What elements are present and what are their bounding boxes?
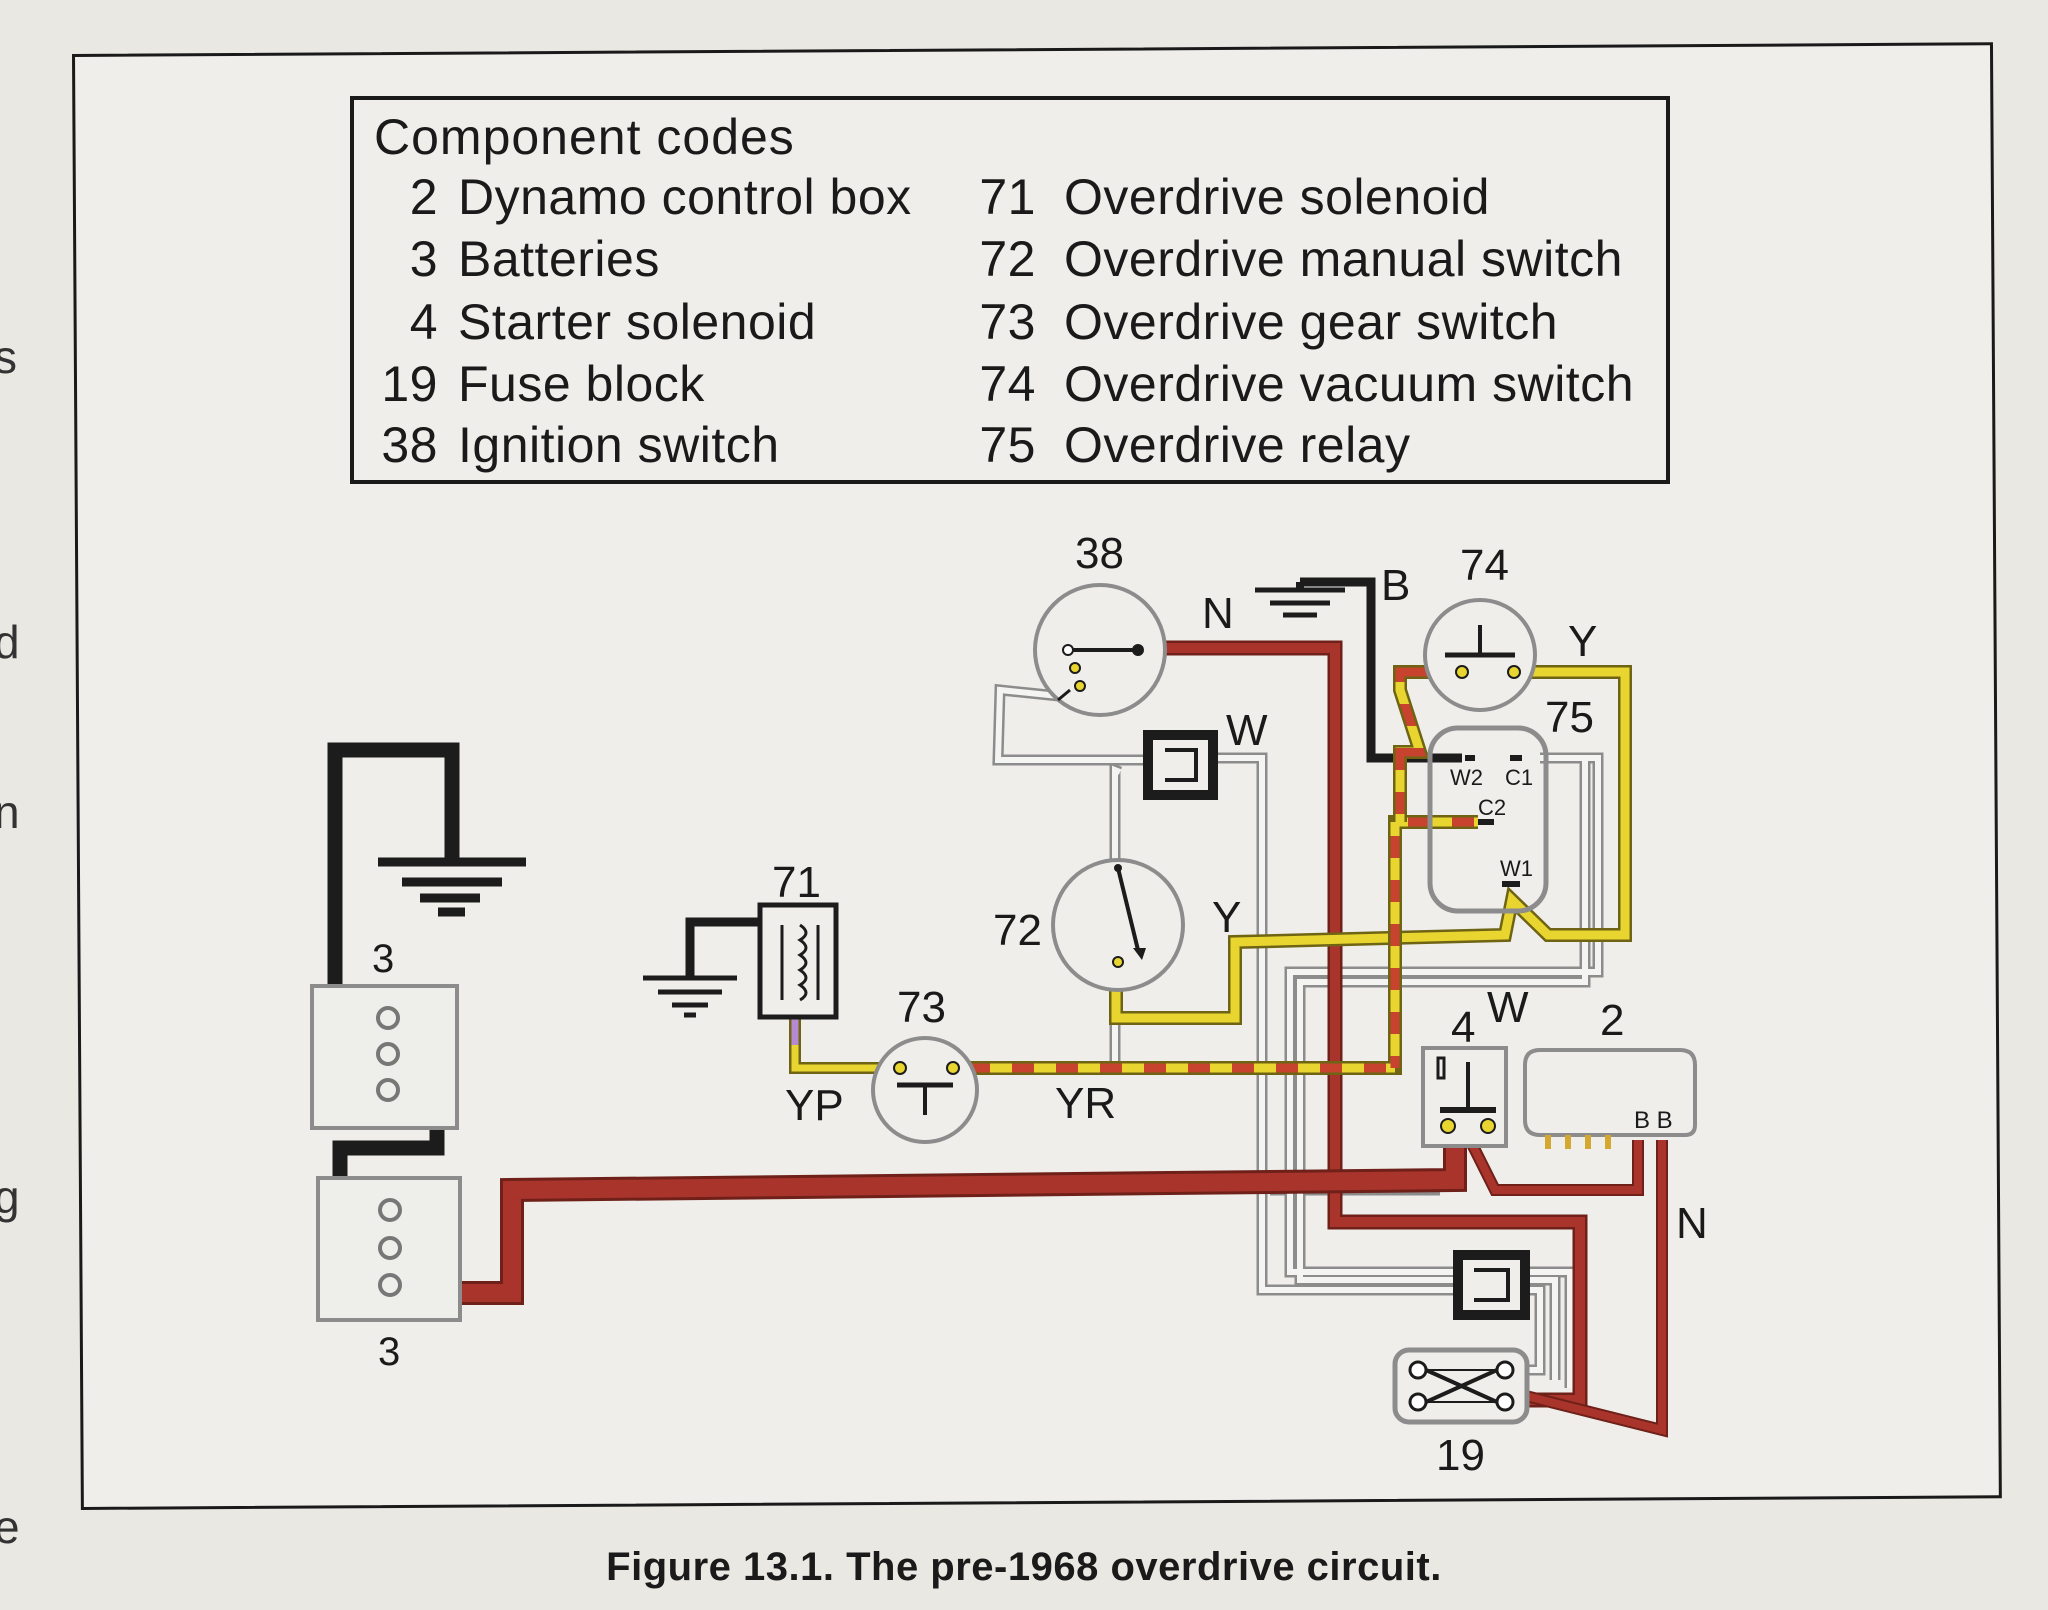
wire-label-y-manual: Y (1212, 893, 1241, 942)
legend-code: 2 (409, 169, 438, 225)
overdrive-manual-switch (1051, 858, 1185, 992)
legend-code: 19 (381, 356, 438, 412)
earth-symbol-solenoid (643, 975, 737, 1018)
label-manual-switch: 72 (993, 906, 1042, 955)
wire-label-yp: YP (785, 1081, 844, 1130)
legend-item: 4 Starter solenoid (368, 293, 816, 351)
legend-item: 19 Fuse block (368, 355, 705, 413)
ignition-switch (1033, 583, 1167, 717)
legend-code: 71 (979, 169, 1036, 225)
overdrive-solenoid (757, 902, 839, 1020)
terminal-connector-upper (1143, 730, 1218, 800)
wire-black-earth-batteries (327, 742, 460, 1015)
legend-code: 74 (979, 356, 1036, 412)
component-legend: Component codes 2 Dynamo control box 3 Bat… (350, 96, 1670, 484)
wire-red-starter-dynamo (1459, 1127, 1644, 1196)
wire-label-w-fuse: W (1226, 706, 1268, 755)
legend-item: 38 Ignition switch (368, 416, 780, 474)
earth-symbol-batteries (378, 857, 526, 917)
label-dynamo-box: 2 (1600, 996, 1624, 1045)
wire-black-solenoid-earth (685, 917, 760, 978)
legend-name: Overdrive vacuum switch (1064, 356, 1634, 412)
label-vacuum-switch: 74 (1460, 541, 1509, 590)
margin-letter: n (0, 786, 20, 838)
legend-code: 4 (409, 294, 438, 350)
label-gear-switch: 73 (897, 983, 946, 1032)
battery-top (310, 984, 459, 1130)
wire-yellow-y (1109, 665, 1632, 1025)
margin-letter: d (0, 616, 20, 668)
legend-code: 75 (979, 417, 1036, 473)
figure-caption: Figure 13.1. The pre-1968 overdrive circ… (606, 1545, 1442, 1589)
overdrive-gear-switch (871, 1036, 979, 1144)
battery-bottom (316, 1176, 462, 1322)
terminal-label-c1: C1 (1505, 765, 1533, 790)
legend-name: Dynamo control box (458, 169, 912, 225)
legend-name: Ignition switch (458, 417, 780, 473)
terminal-label-c2: C2 (1478, 795, 1506, 820)
label-starter: 4 (1451, 1003, 1475, 1052)
overdrive-relay (1427, 725, 1549, 914)
margin-letter: e (0, 1501, 20, 1553)
label-battery-bottom: 3 (378, 1330, 400, 1374)
legend-item: 74 Overdrive vacuum switch (976, 355, 1634, 413)
wire-label-yr: YR (1055, 1079, 1116, 1128)
terminal-label-w1: W1 (1500, 856, 1533, 881)
legend-code: 3 (409, 231, 438, 287)
wire-yr (960, 665, 1478, 1075)
legend-item: 73 Overdrive gear switch (976, 293, 1558, 351)
wire-red-battery-starter (438, 1130, 1467, 1305)
wire-label-n-right: N (1676, 1199, 1708, 1248)
legend-item: 75 Overdrive relay (976, 416, 1411, 474)
label-relay: 75 (1545, 693, 1594, 742)
margin-letter: s (0, 331, 17, 383)
wire-yp (789, 1010, 900, 1074)
terminal-label-bb: B B (1634, 1107, 1673, 1134)
legend-name: Batteries (458, 231, 660, 287)
wire-label-n-top: N (1202, 589, 1234, 638)
legend-item: 71 Overdrive solenoid (976, 168, 1490, 226)
legend-code: 73 (979, 294, 1036, 350)
legend-name: Starter solenoid (458, 294, 817, 350)
terminal-label-w2: W2 (1450, 765, 1483, 790)
overdrive-vacuum-switch (1423, 598, 1537, 712)
terminal-connector-lower (1453, 1250, 1530, 1320)
legend-name: Overdrive gear switch (1064, 294, 1558, 350)
legend-item: 72 Overdrive manual switch (976, 230, 1623, 288)
legend-name: Overdrive manual switch (1064, 231, 1623, 287)
legend-item: 3 Batteries (368, 230, 660, 288)
legend-heading: Component codes (374, 109, 795, 165)
label-fuse-block: 19 (1436, 1431, 1485, 1480)
legend-item: 2 Dynamo control box (368, 168, 912, 226)
wire-label-y-vacuum: Y (1568, 617, 1597, 666)
wire-red-n (1140, 640, 1588, 1408)
margin-letter: g (0, 1171, 20, 1223)
starter-solenoid (1421, 1046, 1508, 1148)
legend-name: Overdrive relay (1064, 417, 1411, 473)
label-solenoid: 71 (772, 858, 821, 907)
wire-red-n-right (1520, 1140, 1668, 1438)
label-battery-top: 3 (372, 937, 394, 981)
legend-code: 72 (979, 231, 1036, 287)
wire-label-w-starter: W (1487, 983, 1529, 1032)
earth-symbol-b (1255, 582, 1345, 618)
fuse-block (1392, 1347, 1530, 1425)
legend-code: 38 (381, 417, 438, 473)
legend-name: Overdrive solenoid (1064, 169, 1490, 225)
dynamo-control-box (1523, 1048, 1697, 1149)
wire-label-b: B (1381, 561, 1410, 610)
legend-name: Fuse block (458, 356, 705, 412)
label-ignition: 38 (1075, 529, 1124, 578)
